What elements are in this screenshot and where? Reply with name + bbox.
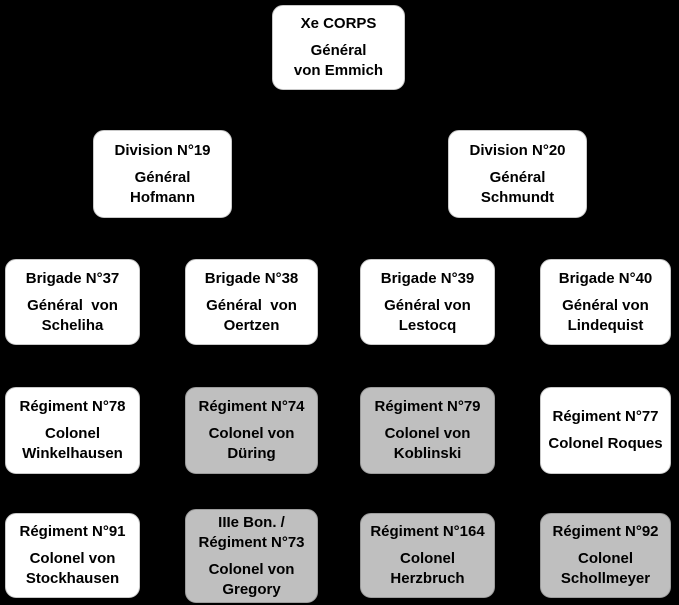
node-title: Régiment N°91 [19,523,126,540]
node-title: Régiment N°78 [19,398,126,415]
node-commander: Colonel von Stockhausen [25,550,120,587]
node-commander: Général von Emmich [293,42,384,79]
node-title: Régiment N°92 [552,523,659,540]
node-regiment-77: Régiment N°77 Colonel Roques [540,387,671,474]
node-title: Brigade N°39 [380,269,475,287]
node-commander: Colonel von Düring [208,425,295,462]
node-title: Brigade N°37 [25,269,120,287]
node-regiment-79: Régiment N°79 Colonel von Koblinski [360,387,495,474]
node-title: Division N°20 [469,141,566,159]
node-commander: Colonel Roques [548,435,663,452]
node-title: Régiment N°74 [198,398,305,415]
node-regiment-91: Régiment N°91 Colonel von Stockhausen [5,513,140,598]
node-title: Division N°19 [114,141,211,159]
node-brigade-40: Brigade N°40 Général von Lindequist [540,259,671,345]
node-bataillon-3-regiment-73: IIIe Bon. / Régiment N°73 Colonel von Gr… [185,509,318,603]
node-brigade-38: Brigade N°38 Général von Oertzen [185,259,318,345]
node-brigade-37: Brigade N°37 Général von Scheliha [5,259,140,345]
node-brigade-39: Brigade N°39 Général von Lestocq [360,259,495,345]
node-commander: Général von Lestocq [384,296,471,334]
node-regiment-74: Régiment N°74 Colonel von Düring [185,387,318,474]
node-title: Brigade N°40 [558,269,653,287]
node-commander: Général Schmundt [480,168,555,206]
node-commander: Général von Scheliha [27,296,118,334]
node-title: Régiment N°164 [370,523,485,540]
node-regiment-78: Régiment N°78 Colonel Winkelhausen [5,387,140,474]
node-division-20: Division N°20 Général Schmundt [448,130,587,218]
node-commander: Général Hofmann [130,168,195,206]
node-commander: Général von Lindequist [562,296,649,334]
node-commander: Colonel von Gregory [208,560,295,598]
node-commander: Colonel Herzbruch [390,550,465,587]
node-commander: Colonel Winkelhausen [22,425,123,462]
node-xe-corps: Xe CORPS Général von Emmich [272,5,405,90]
node-commander: Colonel von Koblinski [384,425,471,462]
node-title: Régiment N°79 [374,398,481,415]
node-title: Xe CORPS [300,15,377,32]
node-commander: Général von Oertzen [206,296,297,334]
node-division-19: Division N°19 Général Hofmann [93,130,232,218]
node-title: Régiment N°77 [552,408,659,425]
node-title: IIIe Bon. / Régiment N°73 [198,513,305,551]
node-regiment-164: Régiment N°164 Colonel Herzbruch [360,513,495,598]
node-title: Brigade N°38 [204,269,299,287]
node-regiment-92: Régiment N°92 Colonel Schollmeyer [540,513,671,598]
node-commander: Colonel Schollmeyer [560,550,651,587]
